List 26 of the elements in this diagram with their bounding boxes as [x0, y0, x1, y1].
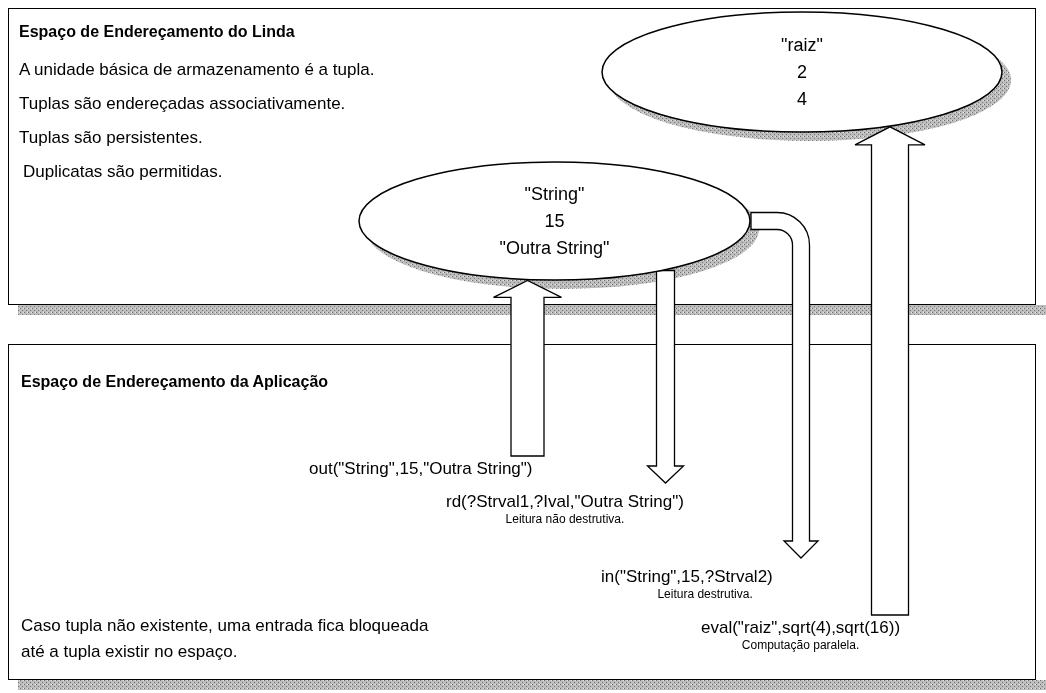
panel-heading: Espaço de Endereçamento do Linda — [19, 22, 295, 42]
tuple-field: 2 — [797, 58, 807, 86]
tuple-field: "Outra String" — [499, 234, 610, 262]
operation-call: eval("raiz",sqrt(4),sqrt(16)) — [701, 617, 901, 638]
block-arrow — [854, 126, 926, 616]
tuple-field: "String" — [524, 180, 585, 208]
panel — [8, 344, 1036, 680]
note-text: A unidade básica de armazenamento é a tupla. — [19, 59, 375, 81]
note-text: Duplicatas são permitidas. — [23, 161, 223, 183]
panel — [8, 8, 1036, 305]
operation-note: Computação paralela. — [741, 638, 860, 653]
tuple-field: "raiz" — [781, 31, 823, 59]
block-arrow — [750, 211, 819, 559]
note-text: Caso tupla não existente, uma entrada fica bloqueada até a tupla existir no espaço. — [21, 615, 430, 663]
note-text: Tuplas são endereçadas associativamente. — [19, 93, 346, 115]
operation-call: in("String",15,?Strval2) — [601, 566, 773, 587]
operation-note: Leitura não destrutiva. — [505, 512, 625, 527]
block-arrow — [645, 269, 686, 484]
note-text: Tuplas são persistentes. — [19, 127, 203, 149]
operation-call: out("String",15,"Outra String") — [309, 458, 533, 479]
tuple-field: 15 — [544, 207, 565, 235]
operation-call: rd(?Strval1,?Ival,"Outra String") — [446, 491, 684, 512]
tuple-field: 4 — [797, 85, 807, 113]
panel-heading: Espaço de Endereçamento da Aplicação — [21, 372, 329, 392]
operation-note: Leitura destrutiva. — [657, 587, 753, 602]
block-arrow — [492, 279, 563, 457]
